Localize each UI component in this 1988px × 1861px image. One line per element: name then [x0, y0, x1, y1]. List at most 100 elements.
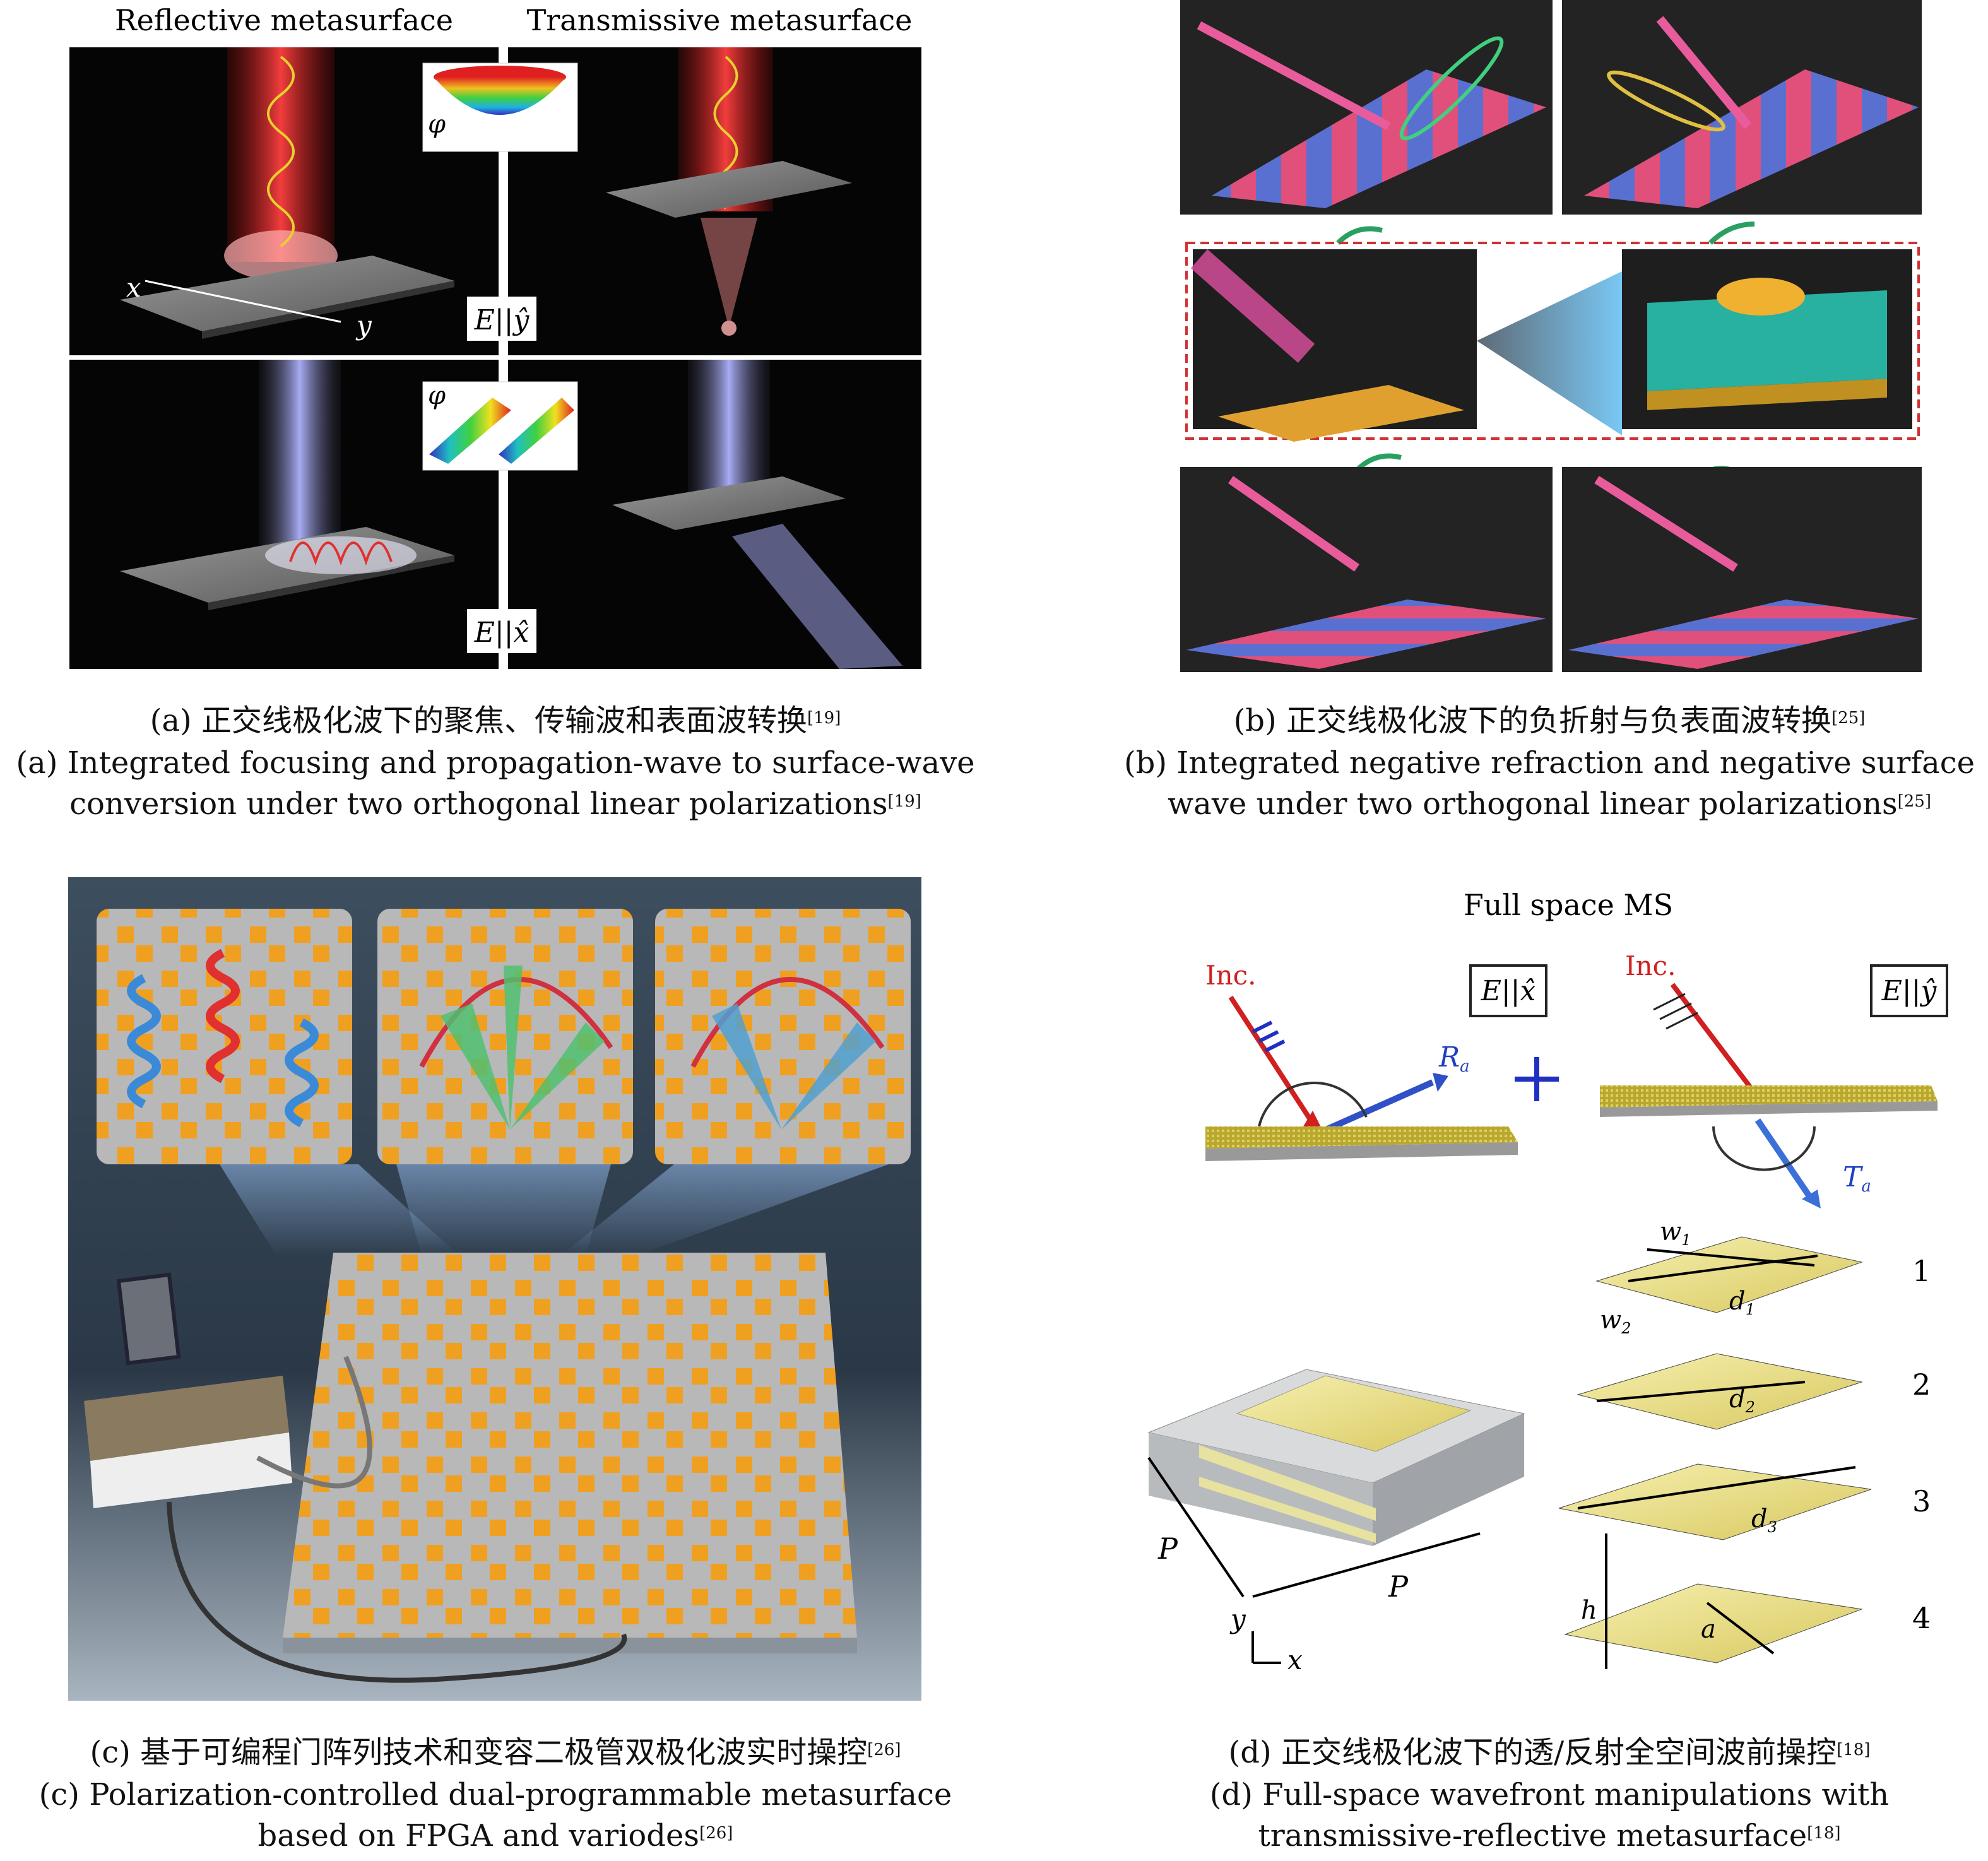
green-arrow-3	[1355, 453, 1402, 472]
caption-a-en-1: (a) Integrated focusing and propagation-…	[13, 743, 978, 783]
w1-subscript: 1	[1681, 1231, 1691, 1249]
layer-3-patch	[1558, 1463, 1872, 1540]
surface-glow	[265, 536, 417, 574]
breadboard	[90, 1433, 292, 1508]
caption-a-en-2-text: conversion under two orthogonal linear p…	[69, 786, 888, 822]
d3-label: d3	[1751, 1504, 1777, 1536]
panel-a-header-left: Reflective metasurface	[115, 3, 453, 37]
ra-symbol: R	[1438, 1041, 1460, 1073]
ta-label: Ta	[1843, 1161, 1871, 1196]
caption-b-en-1-text: (b) Integrated negative refraction and n…	[1123, 745, 1975, 781]
ra-subscript: a	[1460, 1057, 1470, 1076]
caption-a-cn-ref: [19]	[807, 709, 841, 728]
inset-multibeam	[655, 909, 911, 1164]
blue-beam-trans	[688, 360, 770, 505]
red-beam	[227, 47, 334, 262]
green-arrow-1	[1336, 226, 1383, 245]
caption-b-en-ref: [25]	[1897, 792, 1931, 811]
dim-p-bottom	[1252, 1532, 1481, 1598]
p-label-left: P	[1157, 1532, 1178, 1566]
e-field-label-top: E||ŷ	[474, 304, 530, 336]
transmissive-plate-2	[612, 476, 846, 530]
caption-d-en-1: (d) Full-space wavefront manipulations w…	[1111, 1775, 1988, 1815]
inc-label-left: Inc.	[1205, 960, 1257, 991]
panel-b	[1180, 0, 1922, 675]
unit-patch-top	[1236, 1375, 1472, 1452]
d3-subscript: 3	[1768, 1518, 1777, 1536]
caption-b-en-2: wave under two orthogonal linear polariz…	[1111, 784, 1988, 824]
stripe-plane-3	[1186, 600, 1546, 669]
dim-d1	[1628, 1255, 1818, 1282]
panel-a: Reflective metasurface Transmissive meta…	[69, 0, 921, 669]
caption-a-en-2: conversion under two orthogonal linear p…	[13, 784, 978, 824]
layer-4-label: 4	[1912, 1601, 1931, 1635]
stripe-plane-4	[1568, 600, 1919, 669]
divider-horizontal	[69, 355, 921, 360]
gradient-tile-1	[429, 398, 511, 464]
w1-symbol: w	[1660, 1217, 1681, 1246]
w1-label: w1	[1660, 1217, 1691, 1249]
dim-a	[1706, 1602, 1775, 1655]
caption-d-cn-ref: [18]	[1837, 1740, 1871, 1759]
p-label-bottom: P	[1388, 1569, 1409, 1604]
inc-label-right: Inc.	[1625, 950, 1676, 981]
surface-wave	[289, 541, 393, 566]
w2-symbol: w	[1600, 1306, 1621, 1335]
caption-d-cn-text: (d) 正交线极化波下的透/反射全空间波前操控	[1228, 1735, 1837, 1770]
caption-c-en-ref: [26]	[699, 1824, 733, 1843]
a-label: a	[1701, 1615, 1716, 1644]
fpga-chip	[116, 1272, 181, 1366]
layer-3-label: 3	[1912, 1484, 1931, 1518]
transmitted-arrowhead	[1802, 1190, 1821, 1208]
axis-arrow	[145, 280, 341, 323]
metasurface-right-edge	[1600, 1101, 1938, 1117]
caption-b-en-2-text: wave under two orthogonal linear polariz…	[1168, 786, 1898, 822]
caption-c-en-2-text: based on FPGA and variodes	[257, 1818, 700, 1853]
e-field-label-bottom: E||x̂	[474, 617, 530, 649]
incident-wave-4	[1594, 476, 1738, 572]
vortex-beam-red	[206, 948, 240, 1084]
gradient-tile-2	[499, 398, 574, 464]
incident-ray-left	[1228, 995, 1315, 1125]
dim-w1	[1647, 1248, 1815, 1267]
scan-lobes	[441, 966, 605, 1130]
transmitted-ray	[1754, 1118, 1814, 1201]
layer-2-patch	[1577, 1353, 1863, 1430]
wave-yellow	[267, 56, 295, 247]
e-box-right	[1870, 964, 1948, 1017]
axis-x-label: x	[126, 272, 141, 303]
caption-a-en-ref: [19]	[887, 792, 921, 811]
caption-d-en-2-text: transmissive-reflective metasurface	[1258, 1818, 1808, 1853]
panel-c	[68, 877, 921, 1701]
caption-c-en-2: based on FPGA and variodes[26]	[13, 1816, 978, 1856]
reflective-plate-edge	[202, 281, 454, 339]
vortex-beam-blue-2	[285, 1018, 319, 1128]
blue-beam	[259, 360, 341, 568]
caption-c-en-1-text: (c) Polarization-controlled dual-program…	[38, 1777, 952, 1812]
d2-label: d2	[1729, 1385, 1755, 1416]
incident-wave-3	[1228, 476, 1360, 572]
polarization-y-marks	[1653, 993, 1698, 1030]
w2-label: w2	[1600, 1306, 1631, 1337]
unit-cell-ground	[1647, 379, 1887, 410]
layer-1-patch	[1595, 1236, 1863, 1313]
polarization-x-marks	[1251, 1020, 1286, 1053]
panel-d: Full space MS Inc. Ra E||x̂ Inc. Ta E||ŷ	[1136, 877, 1975, 1710]
axis-y-label: y	[355, 310, 372, 341]
ta-subscript: a	[1861, 1177, 1871, 1196]
metasurface-edge	[283, 1638, 857, 1653]
metasurface-right	[1600, 1085, 1938, 1108]
light-cone-3	[560, 1164, 889, 1256]
vortex-beam-blue-1	[127, 974, 161, 1109]
zoom-cone	[1477, 271, 1622, 435]
panel-c-figure	[68, 877, 921, 1701]
unit-cell-ellipse	[1717, 278, 1805, 316]
panel-b-figure	[1180, 0, 1922, 672]
dim-d3	[1577, 1466, 1856, 1509]
layer-4-patch	[1564, 1583, 1863, 1663]
panel-a-header-right: Transmissive metasurface	[527, 3, 913, 37]
incident-beam-mid	[1190, 249, 1315, 363]
reflective-plate	[120, 256, 454, 331]
caption-b-cn-text: (b) 正交线极化波下的负折射与负表面波转换	[1233, 703, 1832, 738]
multibeam-lobes	[712, 1003, 876, 1130]
